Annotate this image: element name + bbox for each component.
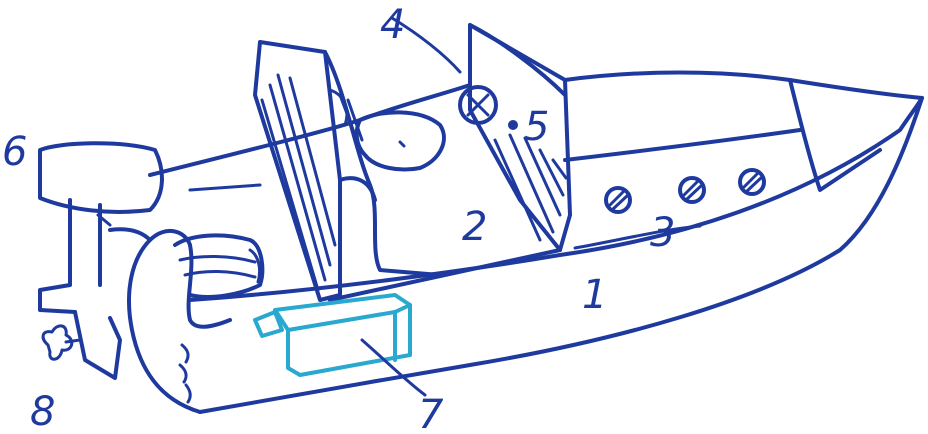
label-propeller: 8 [30,389,55,434]
steering-wheel [392,18,496,123]
outboard-engine [40,143,162,378]
propeller [43,326,80,359]
cushion [330,90,444,169]
label-fuel-tank: 7 [418,392,444,434]
label-steering: 4 [380,2,405,48]
throttle [508,120,518,130]
label-cockpit: 2 [462,204,487,250]
fuel-tank [255,295,425,395]
label-portholes: 3 [650,210,675,256]
label-throttle: 5 [524,104,549,150]
label-hull: 1 [582,272,607,318]
label-engine: 6 [2,129,27,175]
